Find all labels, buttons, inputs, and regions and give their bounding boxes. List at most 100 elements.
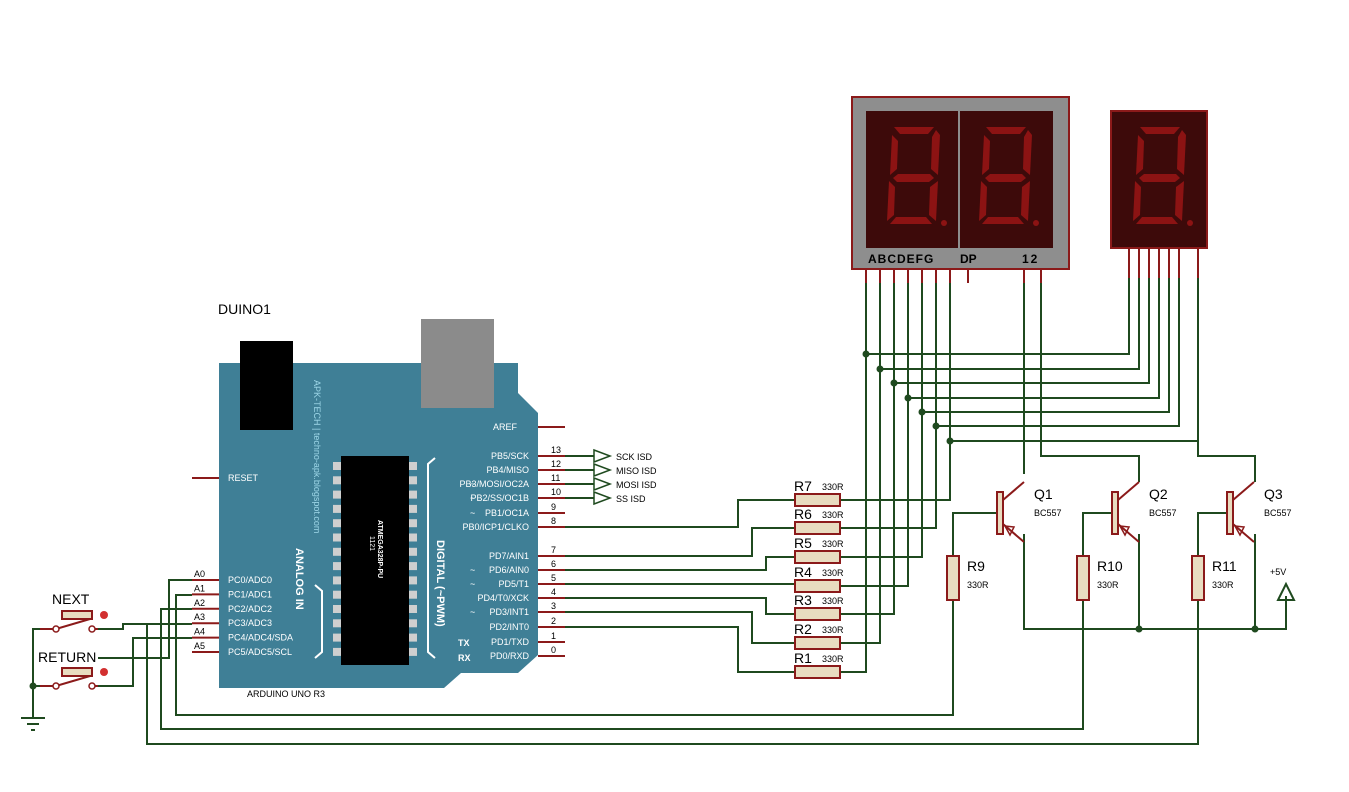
next-button[interactable]: NEXT (40, 591, 108, 633)
chip-pin-right (409, 519, 417, 528)
chip-pin-left (333, 576, 341, 585)
chip-pin-left (333, 476, 341, 485)
analog-pin-number: A3 (194, 612, 205, 622)
brand-text: APK-TECH | techno-apk.blogspot.com (312, 380, 322, 533)
digital-pin-name: PD1/TXD (491, 637, 530, 647)
arduino-resistor-wires (565, 499, 796, 673)
single-7seg-display (1110, 110, 1208, 249)
pwm-tilde: ~ (470, 579, 475, 589)
transistor-ref: Q3 (1264, 486, 1283, 502)
power-terminal: +5V (1270, 567, 1296, 601)
analog-pin-number: A1 (194, 583, 205, 593)
resistor-ref: R3 (794, 592, 812, 608)
chip-pin-right (409, 476, 417, 485)
isd-label-sck: SCK ISD (616, 452, 653, 462)
tx-label: TX (458, 638, 470, 648)
chip-pin-right (409, 462, 417, 470)
chip-pin-left (333, 633, 341, 642)
digital-label: DIGITAL (~PWM) (434, 540, 446, 627)
resistor-r3: R3 330R (794, 592, 844, 621)
power-label: +5V (1270, 567, 1286, 577)
r11-value: 330R (1212, 580, 1234, 590)
chip-pin-left (333, 533, 341, 542)
resistor-r10 (1076, 555, 1090, 601)
chip-pin-left (333, 605, 341, 613)
isd-terminals: SCK ISD MISO ISD MOSI ISD SS ISD (565, 448, 657, 506)
return-label: RETURN (38, 649, 96, 665)
ground-symbol (21, 628, 45, 731)
segment-bus (862, 278, 1199, 445)
resistor-r9 (946, 555, 960, 601)
dual-7seg-display: ABCDEFG DP 12 (851, 96, 1070, 270)
chip-line-2: ATMEGA328P-PU (376, 520, 383, 578)
dc-jack (240, 341, 293, 430)
chip-pins (333, 462, 417, 656)
analog-pin-name: PC4/ADC4/SDA (228, 633, 293, 643)
chip-pin-right (409, 576, 417, 585)
ss-terminal (593, 490, 613, 506)
chip-pin-right (409, 533, 417, 542)
resistor-value: 330R (822, 596, 844, 606)
arduino-caption: ARDUINO UNO R3 (247, 689, 325, 699)
chip-pin-left (333, 619, 341, 628)
return-button[interactable]: RETURN (38, 649, 108, 690)
display-pins (865, 248, 1199, 283)
r9-ref: R9 (967, 558, 985, 574)
chip-pin-right (409, 619, 417, 628)
digital-pin-number: 5 (551, 573, 556, 583)
analog-pin-name: PC5/ADC5/SCL (228, 647, 292, 657)
digital-pin-name: PD7/AIN1 (489, 551, 529, 561)
digital-pin-number: 3 (551, 601, 556, 611)
resistor-ref: R6 (794, 506, 812, 522)
transistor-model: BC557 (1149, 508, 1177, 518)
digital-pin-number: 12 (551, 459, 561, 469)
chip-pin-left (333, 490, 341, 499)
right-pin-group: PB5/SCK13PB4/MISO12PB3/MOSI/OC2A11~PB2/S… (459, 445, 565, 661)
isd-label-miso: MISO ISD (616, 466, 657, 476)
analog-pin-number: A4 (194, 627, 205, 637)
digital-pin-number: 0 (551, 645, 556, 655)
transistor-ref: Q2 (1149, 486, 1168, 502)
r10-value: 330R (1097, 580, 1119, 590)
resistor-value: 330R (822, 625, 844, 635)
resistor-ref: R4 (794, 564, 812, 580)
analog-label: ANALOG IN (293, 548, 305, 610)
digital-pin-name: PD5/T1 (498, 579, 529, 589)
analog-header-wires (98, 579, 192, 687)
chip-pin-right (409, 547, 417, 556)
chip-pin-right (409, 633, 417, 642)
reset-label: RESET (228, 473, 259, 483)
resistor-value: 330R (822, 482, 844, 492)
pwm-tilde: ~ (470, 607, 475, 617)
atmega-chip (341, 456, 409, 665)
digital-pin-name: PB4/MISO (486, 465, 529, 475)
analog-pin-number: A2 (194, 598, 205, 608)
digital-pin-name: PD0/RXD (490, 651, 530, 661)
digital-pin-name: PD6/AIN0 (489, 565, 529, 575)
next-label: NEXT (52, 591, 90, 607)
digit-label: 12 (1022, 252, 1039, 266)
miso-terminal (593, 462, 613, 478)
pwm-tilde: ~ (470, 565, 475, 575)
pwm-tilde: ~ (470, 508, 475, 518)
resistor-ref: R1 (794, 650, 812, 666)
digital-pin-number: 9 (551, 502, 556, 512)
analog-pin-name: PC2/ADC2 (228, 604, 272, 614)
r11-ref: R11 (1212, 558, 1237, 574)
dp-label: DP (960, 252, 977, 266)
mosi-terminal (593, 476, 613, 492)
chip-line-1: 1121 (368, 536, 375, 551)
digital-pin-number: 4 (551, 587, 556, 597)
digital-pin-name: PB2/SS/OC1B (470, 493, 529, 503)
chip-pin-left (333, 562, 341, 571)
digital-pin-number: 7 (551, 545, 556, 555)
digital-pin-name: PD2/INT0 (489, 622, 529, 632)
rx-label: RX (458, 653, 471, 663)
